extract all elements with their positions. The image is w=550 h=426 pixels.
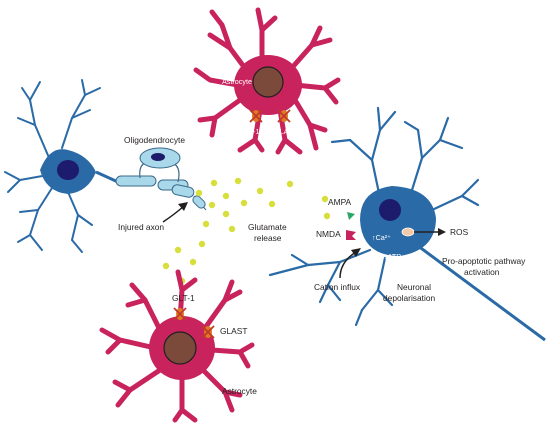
ampa-label: AMPA bbox=[328, 197, 352, 207]
glast-bottom-label: GLAST bbox=[220, 326, 247, 336]
glast-transporter-bottom bbox=[201, 325, 215, 339]
neuron-left bbox=[4, 79, 119, 253]
astrocyte-bottom: GLT-1 GLAST Astrocyte bbox=[99, 269, 257, 423]
glt1-top-label: GLT-1 bbox=[240, 127, 259, 136]
astrocyte-bottom-label: Astrocyte bbox=[222, 386, 257, 396]
glast-transporter-top bbox=[277, 109, 291, 123]
ros-arrow bbox=[414, 228, 446, 236]
cation-influx-label: Cation influx bbox=[314, 282, 361, 292]
myelinated-axon bbox=[115, 175, 207, 211]
ros-label: ROS bbox=[450, 227, 469, 237]
glutamate-release-label: release bbox=[254, 233, 282, 243]
injured-axon-arrow bbox=[162, 202, 188, 223]
atp-label: ↓ATP bbox=[384, 252, 401, 261]
astrocyte-top: Astrocyte GLT-1 GLAST bbox=[193, 7, 341, 155]
glt1-bottom-label: GLT-1 bbox=[172, 293, 195, 303]
astrocyte-nucleus bbox=[163, 331, 197, 365]
glast-top-label: GLAST bbox=[274, 127, 298, 136]
glutamate-label: Glutamate bbox=[248, 222, 287, 232]
axon bbox=[409, 238, 546, 342]
neuron-right: ↑Ca²⁺ ↓ATP bbox=[268, 106, 546, 342]
depolarisation-label: depolarisation bbox=[383, 293, 435, 303]
glutamate-molecules bbox=[162, 177, 331, 285]
nmda-label: NMDA bbox=[316, 229, 341, 239]
blocked-cross-icon bbox=[277, 109, 291, 123]
astrocyte-top-label: Astrocyte bbox=[222, 77, 252, 86]
mitochondrion-icon bbox=[401, 227, 415, 237]
oligodendrocyte: Oligodendrocyte bbox=[124, 135, 185, 183]
glt1-transporter-top bbox=[249, 109, 263, 123]
injured-axon-label: Injured axon bbox=[118, 222, 164, 232]
blocked-cross-icon bbox=[201, 325, 215, 339]
astrocyte-nucleus bbox=[252, 66, 284, 98]
cation-influx-arrow bbox=[339, 248, 361, 279]
nmda-receptor-icon bbox=[346, 230, 356, 240]
glt1-transporter-bottom bbox=[173, 307, 187, 321]
neuronal-label: Neuronal bbox=[397, 282, 431, 292]
blocked-cross-icon bbox=[249, 109, 263, 123]
ampa-receptor-icon bbox=[347, 212, 355, 220]
oligodendrocyte-label: Oligodendrocyte bbox=[124, 135, 185, 145]
blocked-cross-icon bbox=[173, 307, 187, 321]
pro-apoptotic-label: Pro-apoptotic pathway bbox=[442, 256, 526, 266]
activation-label: activation bbox=[464, 267, 500, 277]
calcium-label: ↑Ca²⁺ bbox=[372, 233, 391, 242]
